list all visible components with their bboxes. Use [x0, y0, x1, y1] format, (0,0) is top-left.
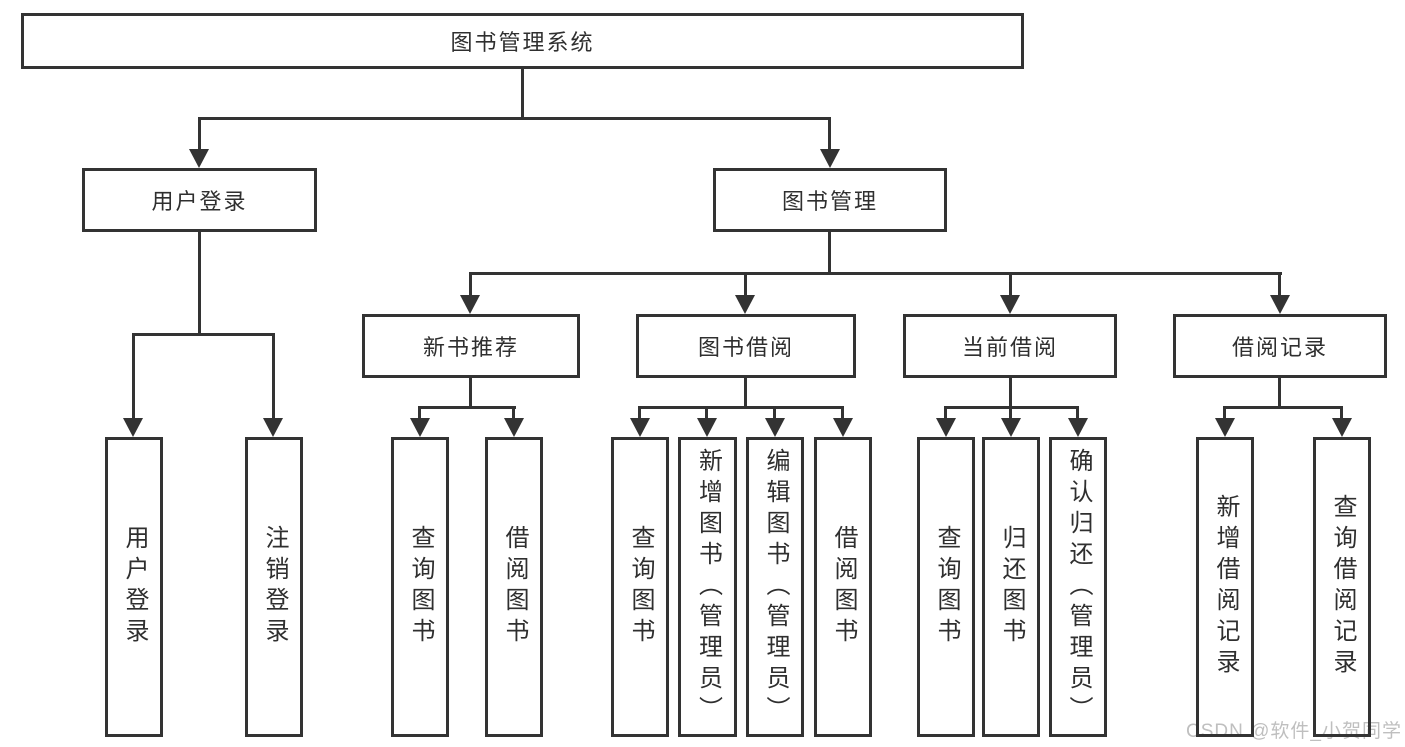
connector-line [1009, 378, 1012, 408]
connector-line [1076, 406, 1079, 420]
leaf-return-books: 归还图书 [982, 437, 1040, 737]
connector-line [418, 406, 421, 420]
leaf-edit-books-admin: 编辑图书（管理员） [746, 437, 804, 737]
node-root: 图书管理系统 [21, 13, 1024, 69]
arrow-down-icon [936, 418, 956, 437]
leaf-add-borrow-record-label: 新增借阅记录 [1212, 494, 1239, 680]
connector-line [1278, 272, 1281, 298]
leaf-user-login: 用户登录 [105, 437, 163, 737]
connector-line [1223, 406, 1226, 420]
leaf-query-books-2: 查询图书 [611, 437, 669, 737]
connector-line [1009, 406, 1012, 420]
leaf-return-books-label: 归还图书 [998, 525, 1025, 649]
node-book-management: 图书管理 [713, 168, 947, 232]
connector-line [469, 378, 472, 408]
leaf-add-borrow-record: 新增借阅记录 [1196, 437, 1254, 737]
leaf-query-books-1: 查询图书 [391, 437, 449, 737]
connector-line [1278, 378, 1281, 408]
connector-line [419, 406, 516, 409]
leaf-query-books-2-label: 查询图书 [627, 525, 654, 649]
node-current-borrow: 当前借阅 [903, 314, 1117, 378]
connector-line [744, 378, 747, 408]
arrow-down-icon [765, 418, 785, 437]
connector-line [841, 406, 844, 420]
connector-line [198, 117, 201, 151]
arrow-down-icon [123, 418, 143, 437]
connector-line [945, 406, 1079, 409]
leaf-query-books-1-label: 查询图书 [407, 525, 434, 649]
leaf-query-books-3-label: 查询图书 [933, 525, 960, 649]
leaf-borrow-books-1-label: 借阅图书 [501, 525, 528, 649]
arrow-down-icon [820, 149, 840, 168]
connector-line [198, 232, 201, 335]
arrow-down-icon [630, 418, 650, 437]
arrow-down-icon [504, 418, 524, 437]
node-user-login: 用户登录 [82, 168, 317, 232]
leaf-borrow-books-1: 借阅图书 [485, 437, 543, 737]
connector-line [705, 406, 708, 420]
leaf-confirm-return-admin: 确认归还（管理员） [1049, 437, 1107, 737]
arrow-down-icon [1068, 418, 1088, 437]
arrow-down-icon [189, 149, 209, 168]
connector-line [1340, 406, 1343, 420]
leaf-borrow-books-2-label: 借阅图书 [830, 525, 857, 649]
arrow-down-icon [460, 295, 480, 314]
leaf-borrow-books-2: 借阅图书 [814, 437, 872, 737]
node-borrow-records-label: 借阅记录 [1231, 335, 1328, 360]
connector-line [512, 406, 515, 420]
connector-line [744, 272, 747, 298]
connector-line [272, 333, 275, 420]
node-borrow-records: 借阅记录 [1173, 314, 1387, 378]
node-new-book-recommend: 新书推荐 [362, 314, 580, 378]
connector-line [773, 406, 776, 420]
connector-line [198, 117, 831, 120]
connector-line [639, 406, 844, 409]
connector-line [521, 68, 524, 118]
node-root-label: 图书管理系统 [450, 30, 595, 55]
leaf-add-books-admin-label: 新增图书（管理员） [694, 447, 722, 727]
leaf-logout-label: 注销登录 [261, 525, 288, 649]
arrow-down-icon [1215, 418, 1235, 437]
arrow-down-icon [1000, 295, 1020, 314]
node-book-borrow-label: 图书借阅 [697, 335, 794, 360]
connector-line [132, 333, 275, 336]
arrow-down-icon [410, 418, 430, 437]
node-book-borrow: 图书借阅 [636, 314, 856, 378]
leaf-confirm-return-admin-label: 确认归还（管理员） [1065, 447, 1092, 727]
arrow-down-icon [1001, 418, 1021, 437]
node-new-book-recommend-label: 新书推荐 [422, 335, 519, 360]
leaf-query-borrow-record-label: 查询借阅记录 [1329, 494, 1356, 680]
leaf-user-login-label: 用户登录 [121, 525, 148, 649]
node-book-management-label: 图书管理 [781, 189, 878, 214]
arrow-down-icon [697, 418, 717, 437]
node-current-borrow-label: 当前借阅 [961, 335, 1058, 360]
node-user-login-label: 用户登录 [151, 189, 248, 214]
leaf-add-books-admin: 新增图书（管理员） [678, 437, 737, 737]
connector-line [944, 406, 947, 420]
arrow-down-icon [263, 418, 283, 437]
leaf-edit-books-admin-label: 编辑图书（管理员） [762, 447, 789, 727]
connector-line [469, 272, 1282, 275]
arrow-down-icon [1332, 418, 1352, 437]
connector-line [132, 333, 135, 420]
leaf-query-books-3: 查询图书 [917, 437, 975, 737]
arrow-down-icon [1270, 295, 1290, 314]
arrow-down-icon [735, 295, 755, 314]
leaf-logout: 注销登录 [245, 437, 303, 737]
arrow-down-icon [833, 418, 853, 437]
leaf-query-borrow-record: 查询借阅记录 [1313, 437, 1371, 737]
connector-line [1009, 272, 1012, 298]
connector-line [469, 272, 472, 298]
connector-line [638, 406, 641, 420]
connector-line [828, 117, 831, 151]
connector-line [828, 232, 831, 274]
connector-line [1224, 406, 1343, 409]
